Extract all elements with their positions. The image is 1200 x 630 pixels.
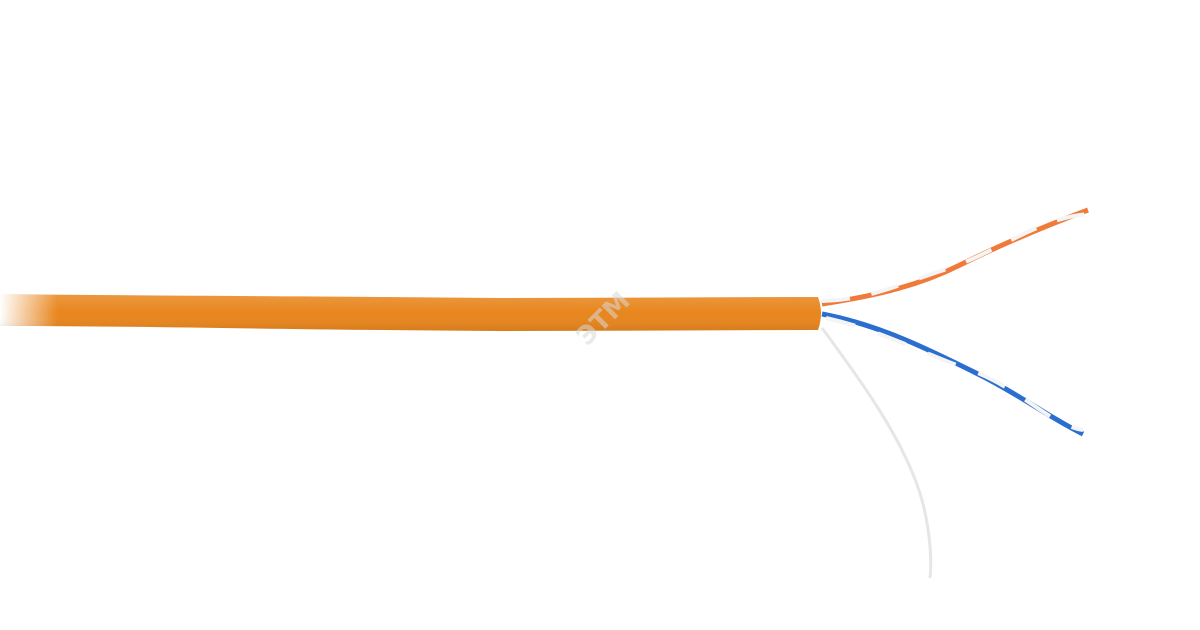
cable-jacket bbox=[0, 294, 821, 331]
orange-twisted-pair bbox=[821, 207, 1089, 307]
blue-twisted-pair bbox=[821, 311, 1085, 437]
white-thread bbox=[820, 327, 933, 579]
